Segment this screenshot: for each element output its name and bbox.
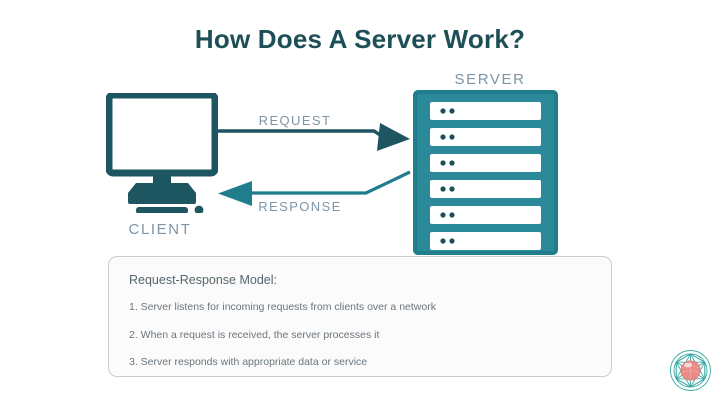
info-step: 1. Server listens for incoming requests … (129, 301, 436, 313)
mandala-circle-logo-icon (669, 349, 712, 392)
info-step: 2. When a request is received, the serve… (129, 329, 380, 341)
response-label: RESPONSE (258, 199, 342, 214)
info-box-heading: Request-Response Model: (129, 273, 277, 287)
client-label: CLIENT (128, 221, 192, 238)
request-response-info-box: Request-Response Model: 1. Server listen… (108, 256, 612, 377)
server-label: SERVER (454, 71, 526, 88)
server-rack-icon (413, 90, 558, 255)
page-title: How Does A Server Work? (194, 24, 526, 54)
request-arrow (214, 108, 419, 158)
client-computer-icon (105, 91, 219, 215)
info-step: 3. Server responds with appropriate data… (129, 356, 368, 368)
response-arrow (214, 168, 419, 220)
request-label: REQUEST (258, 113, 332, 128)
